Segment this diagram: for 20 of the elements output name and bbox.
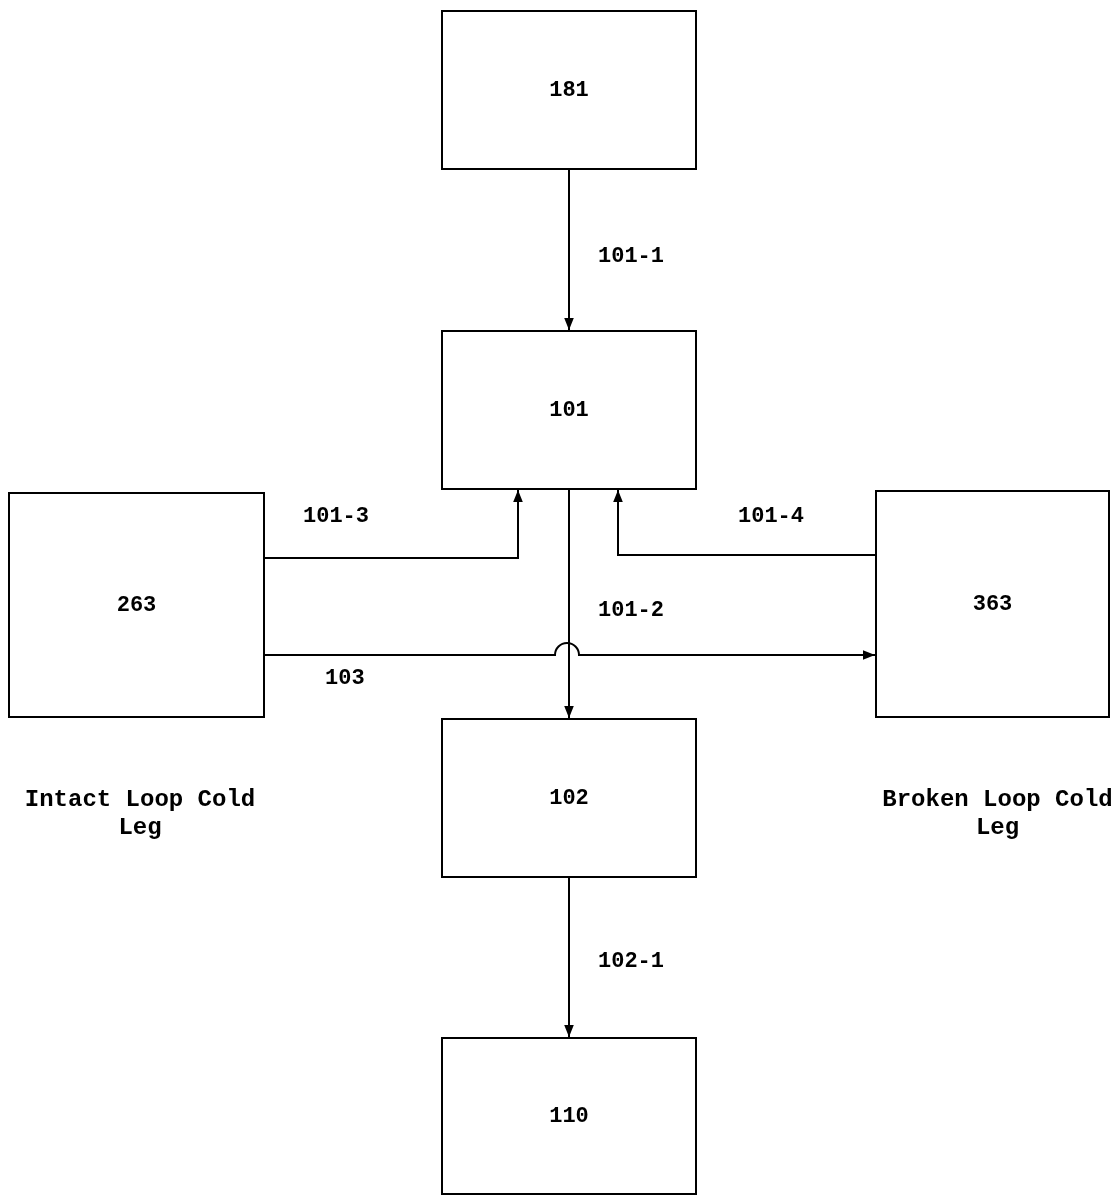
- process-box: [441, 1037, 697, 1195]
- caption-text: Intact Loop Cold Leg: [23, 786, 257, 842]
- box-label: 102: [549, 784, 589, 813]
- process-box: [441, 10, 697, 170]
- box-label: 263: [116, 591, 157, 620]
- box-label: 181: [549, 76, 589, 105]
- arrow: [264, 642, 876, 660]
- process-box: [875, 490, 1110, 718]
- process-box: [8, 492, 265, 718]
- box-label: 101: [549, 396, 589, 425]
- arrow: [264, 489, 523, 559]
- caption-text: Broken Loop Cold Leg: [881, 786, 1114, 842]
- process-box: [441, 330, 697, 490]
- arrow: [564, 877, 574, 1038]
- process-box: [441, 718, 697, 878]
- box-label: 110: [549, 1102, 589, 1131]
- box-label: 363: [972, 590, 1013, 619]
- arrow: [564, 489, 574, 719]
- arrow: [613, 489, 876, 556]
- arrow: [564, 169, 574, 331]
